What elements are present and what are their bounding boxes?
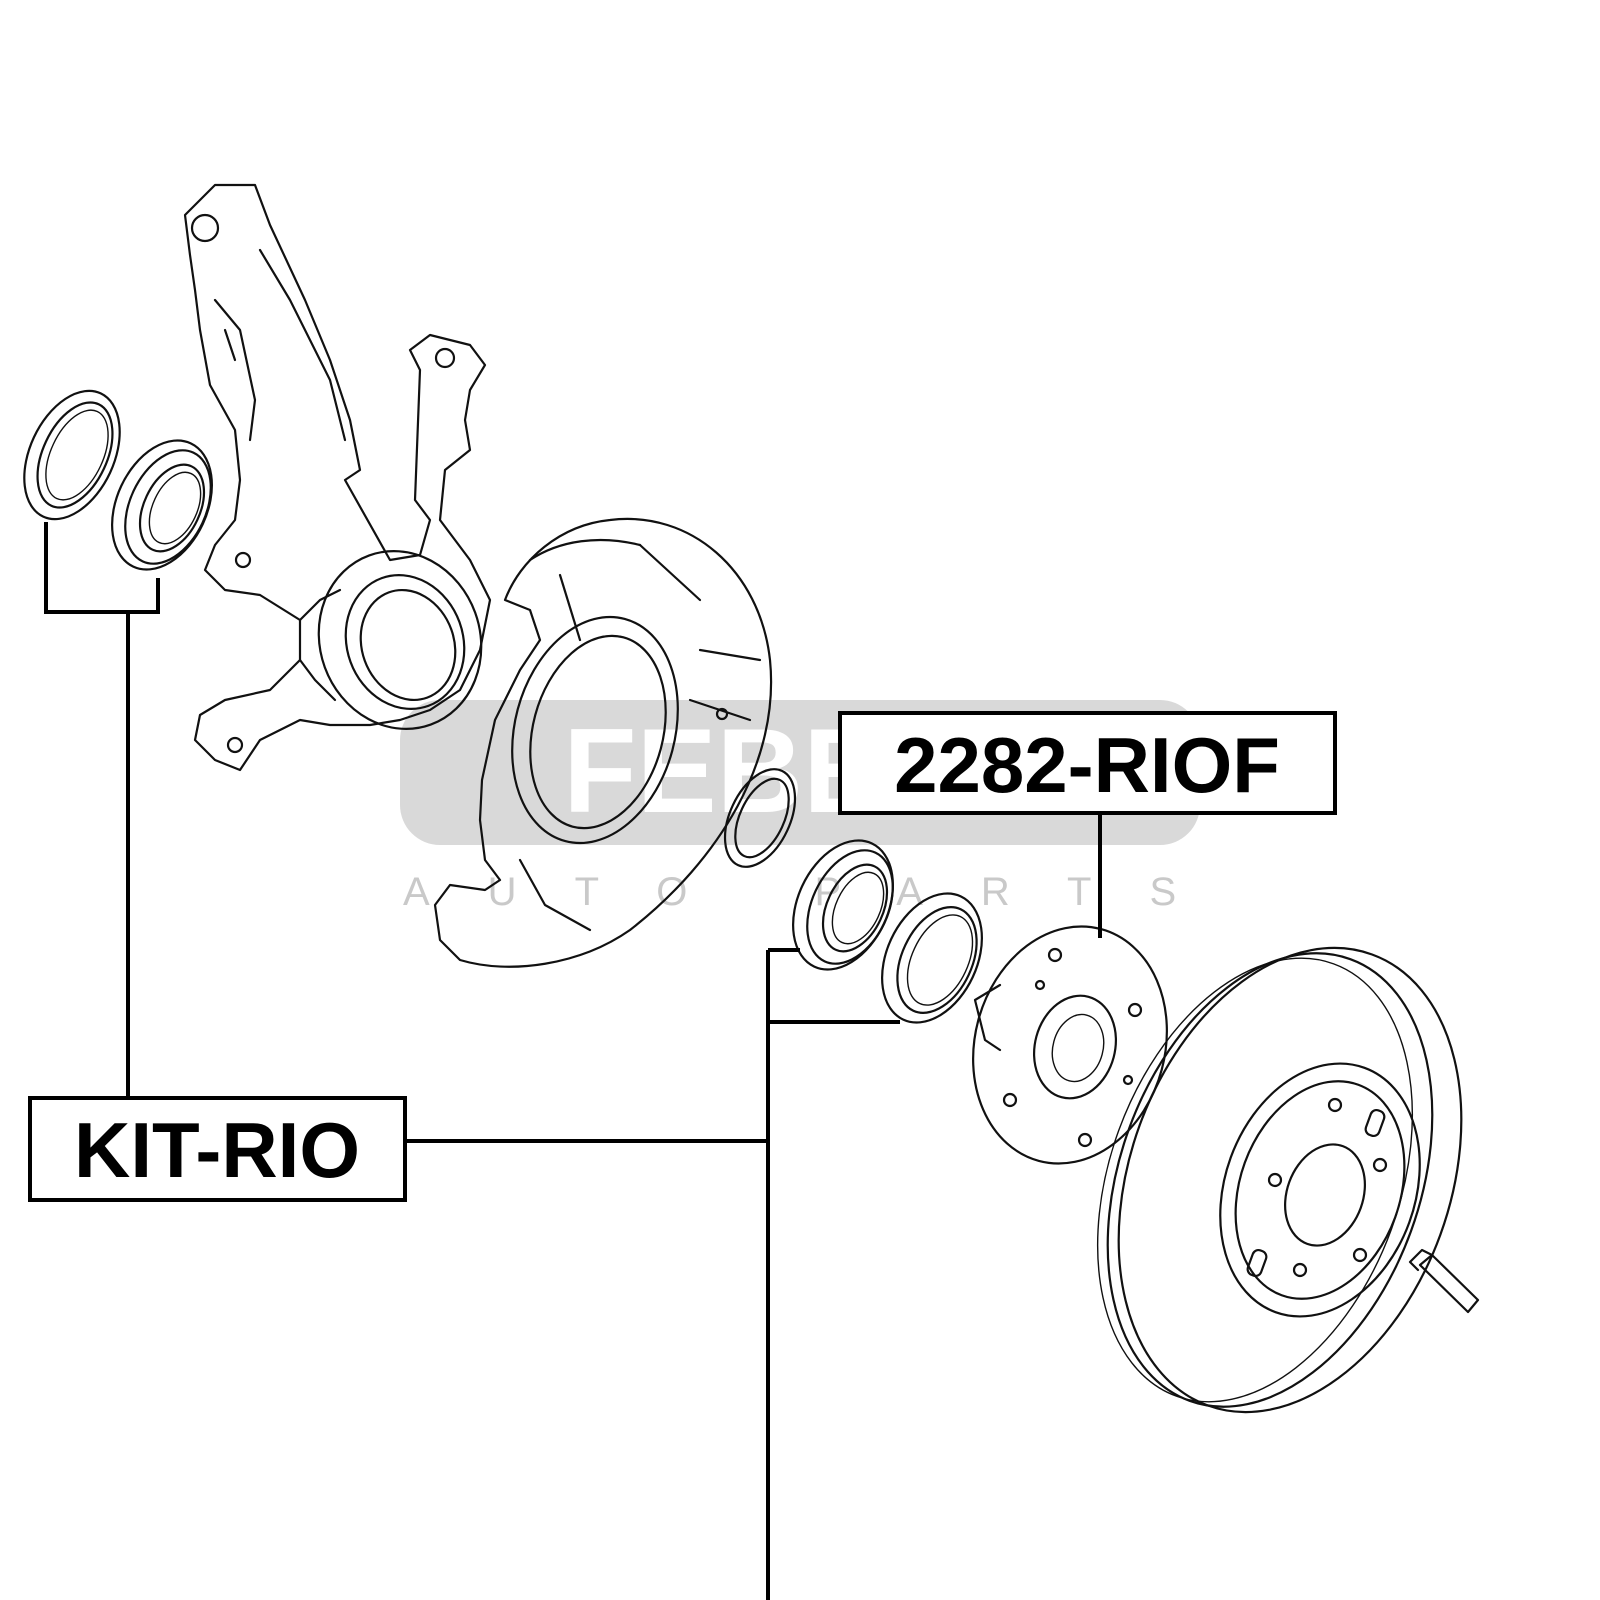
kit-rio-callout [44,522,900,1600]
bearing-outer [111,439,213,571]
kit-label-box [28,1096,407,1202]
hub-label-box [838,711,1337,815]
hub-label: 2282-RIOF [838,711,1337,815]
watermark-sub: AUTO PARTS [403,870,1234,914]
kit-label: KIT-RIO [28,1096,407,1202]
brake-disc [1096,946,1463,1414]
oil-seal-hub-side [881,892,983,1024]
dust-shield [433,517,773,968]
wheel-hub [972,925,1168,1165]
oil-seal-inner [723,768,797,868]
wheel-stud [1408,1248,1480,1314]
steering-knuckle [183,183,492,772]
oil-seal-outer [23,389,121,521]
bearing-inner [792,839,894,971]
kit-label-text: KIT-RIO [74,1106,360,1194]
hub-label-text: 2282-RIOF [894,721,1280,809]
